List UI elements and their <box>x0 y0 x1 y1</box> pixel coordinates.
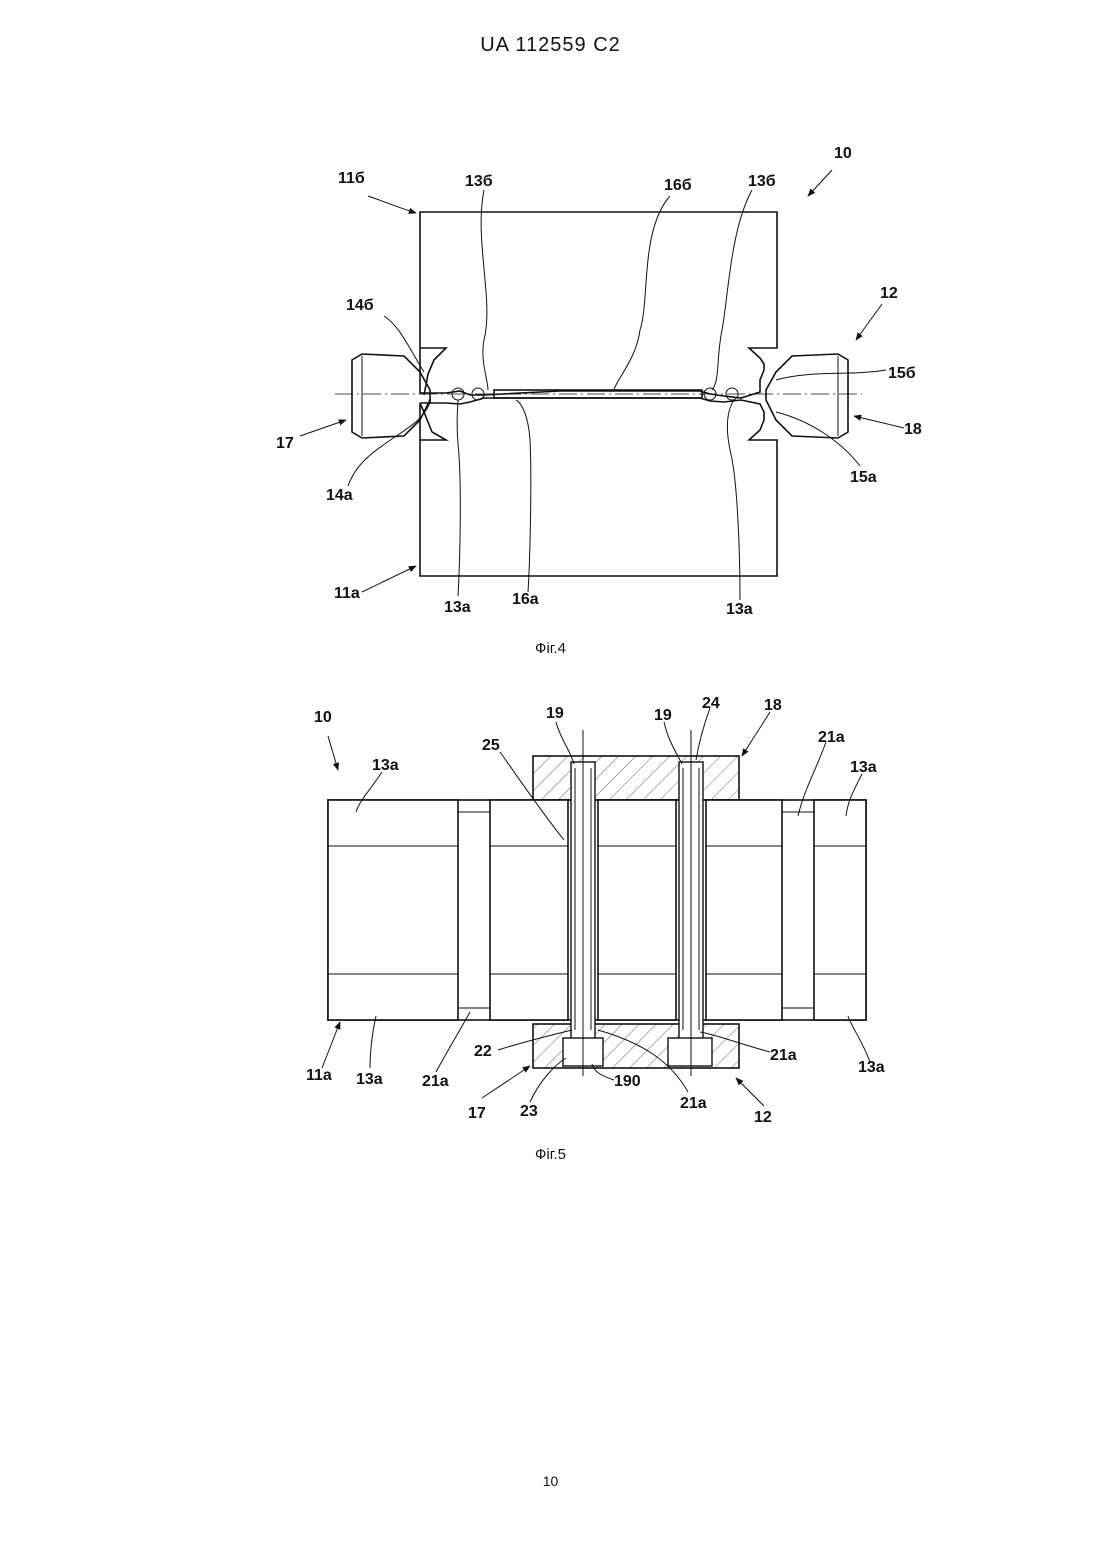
label-11b: 11б <box>338 170 365 187</box>
label-16a: 16а <box>512 591 539 608</box>
label-21a: 21а <box>770 1047 797 1064</box>
label-24: 24 <box>702 695 720 712</box>
clamp-18 <box>533 756 739 800</box>
label-13a: 13а <box>850 759 877 776</box>
label-10: 10 <box>314 709 332 726</box>
label-10: 10 <box>834 145 852 162</box>
label-12: 12 <box>754 1109 772 1126</box>
page-number: 10 <box>0 1473 1101 1489</box>
label-13a: 13а <box>726 601 753 618</box>
label-14a: 14а <box>326 487 353 504</box>
label-25: 25 <box>482 737 500 754</box>
label-12: 12 <box>880 285 898 302</box>
label-13b: 13б <box>465 173 493 190</box>
figure-5: 10 13а 25 19 19 24 18 21а 13а 22 21а 13а… <box>306 695 885 1126</box>
disc <box>328 800 458 1020</box>
label-190: 190 <box>614 1073 641 1090</box>
label-13a: 13а <box>356 1071 383 1088</box>
label-13a: 13а <box>858 1059 885 1076</box>
label-13b: 13б <box>748 173 776 190</box>
label-19: 19 <box>654 707 672 724</box>
upper-block-11b <box>420 212 777 398</box>
lower-block-11a <box>420 398 777 576</box>
figure-4-caption: Фіг.4 <box>0 640 1101 657</box>
label-21a: 21а <box>422 1073 449 1090</box>
label-23: 23 <box>520 1103 538 1120</box>
label-18: 18 <box>904 421 922 438</box>
label-22: 22 <box>474 1043 492 1060</box>
label-19: 19 <box>546 705 564 722</box>
label-15a: 15а <box>850 469 877 486</box>
label-11a: 11а <box>306 1067 332 1084</box>
disc <box>706 800 782 1020</box>
label-21a: 21а <box>818 729 845 746</box>
left-clamp-17 <box>352 354 430 438</box>
disc <box>598 800 676 1020</box>
label-17: 17 <box>276 435 294 452</box>
figure-4: 11б 13б 16б 13б 10 14б 12 15б 17 18 14а … <box>276 145 922 618</box>
label-21a: 21а <box>680 1095 707 1112</box>
label-18: 18 <box>764 697 782 714</box>
label-16b: 16б <box>664 177 692 194</box>
label-17: 17 <box>468 1105 486 1122</box>
disc <box>490 800 568 1020</box>
right-clamp-18 <box>766 354 848 438</box>
label-15b: 15б <box>888 365 916 382</box>
label-14b: 14б <box>346 297 374 314</box>
label-13a: 13а <box>444 599 471 616</box>
label-11a: 11а <box>334 585 360 602</box>
label-13a: 13а <box>372 757 399 774</box>
disc <box>814 800 866 1020</box>
figure-5-caption: Фіг.5 <box>0 1146 1101 1163</box>
